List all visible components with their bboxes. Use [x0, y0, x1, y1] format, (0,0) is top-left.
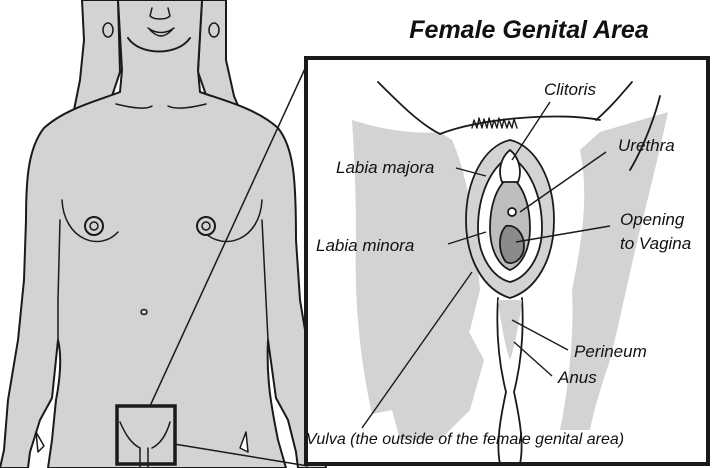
nipple-right [197, 217, 215, 235]
hand-left [36, 432, 44, 452]
hair [74, 0, 120, 110]
body-figure [0, 0, 326, 468]
label-opening-line2: to Vagina [620, 234, 691, 254]
label-perineum: Perineum [574, 342, 647, 362]
label-anus: Anus [558, 368, 597, 388]
torso [0, 0, 326, 468]
label-labia-majora: Labia majora [336, 158, 434, 178]
nipple-left [85, 217, 103, 235]
label-labia-minora: Labia minora [316, 236, 414, 256]
diagram-title: Female Genital Area [346, 16, 712, 45]
label-vulva: Vulva (the outside of the female genital… [306, 430, 624, 450]
label-urethra: Urethra [618, 136, 675, 156]
label-opening-line1: Opening [620, 210, 684, 230]
urethral-opening [508, 208, 516, 216]
label-clitoris: Clitoris [544, 80, 596, 100]
